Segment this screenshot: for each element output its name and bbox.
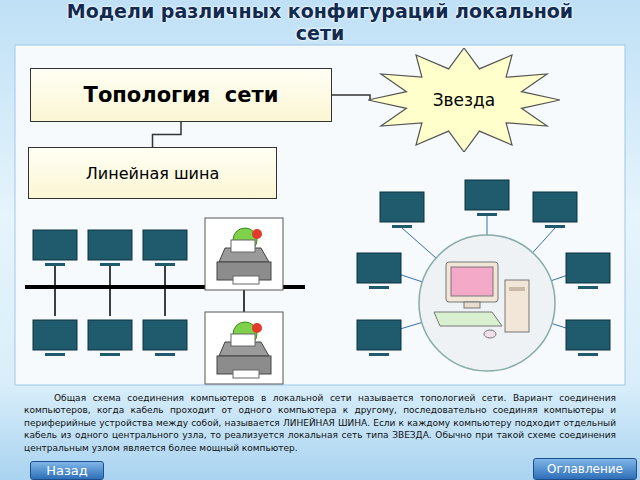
white-panel [15,45,625,385]
back-button: Назад [30,461,104,480]
connector-line [332,95,370,100]
connector-line [153,122,182,147]
central-node [419,235,555,371]
topic-box: Топология сети [30,68,332,122]
node-label: Линейная шина [86,164,219,183]
node-label: Топология сети [84,83,279,107]
bus-box: Линейная шина [28,147,277,199]
node-label: Назад [46,463,88,478]
node-label: Оглавление [547,462,623,476]
contents-button: Оглавление [533,458,637,480]
central-computer [434,262,529,338]
star-burst: Звезда [368,48,560,152]
node-label: Звезда [433,90,496,110]
star-cables [380,216,588,335]
slide-title: Модели различных конфигураций локальной … [60,0,580,44]
caption-text: Общая схема соединения компьютеров в лок… [24,392,616,454]
